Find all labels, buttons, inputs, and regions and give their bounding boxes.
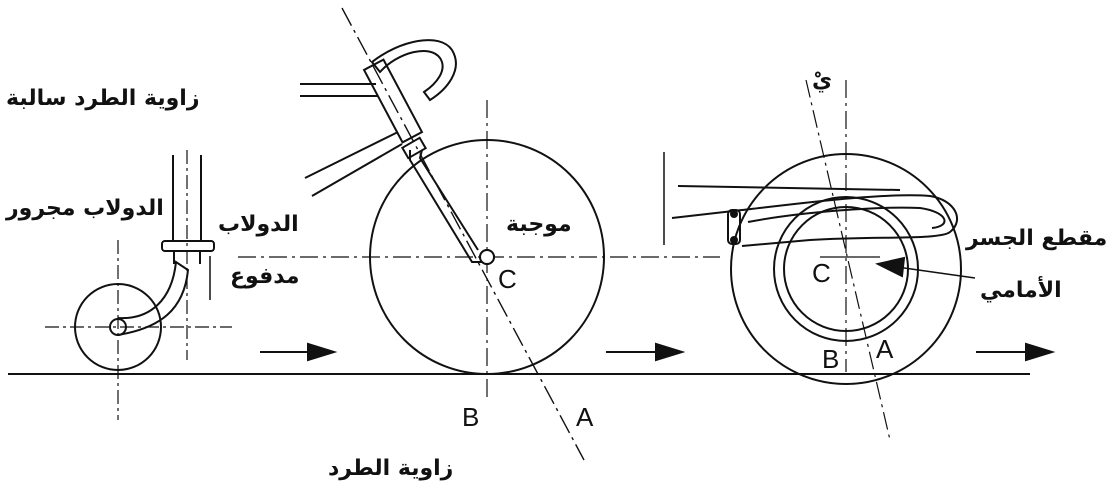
- label-caster-dragged: الدولاب مجرور: [6, 196, 164, 221]
- point-c-bicycle: C: [498, 264, 517, 294]
- label-front-axle-1: مقطع الجسر: [966, 226, 1106, 251]
- motion-arrow-2: [606, 342, 686, 362]
- label-wheel-pushed-1: الدولاب: [218, 212, 299, 237]
- bicycle-pivot-c: [479, 249, 495, 265]
- label-wheel-pushed-2: مدفوع: [230, 264, 300, 289]
- label-trail-angle: زاوية الطرد: [328, 456, 454, 481]
- bicycle-front-wheel-assembly: [238, 7, 720, 461]
- car-front-wheel-assembly: [663, 79, 976, 441]
- point-c-car: C: [812, 258, 831, 288]
- label-front-axle-2: الأمامي: [980, 278, 1062, 303]
- point-b-bicycle: B: [462, 402, 480, 432]
- caster-wheel-assembly: [45, 150, 232, 420]
- point-b-car: B: [822, 344, 840, 374]
- point-a-car: A: [876, 334, 894, 364]
- motion-arrow-1: [260, 342, 338, 362]
- label-positive: موجبة: [506, 212, 572, 237]
- label-trail-negative: زاوية الطرد سالبة: [6, 86, 200, 111]
- point-a-bicycle: A: [576, 402, 594, 432]
- label-y-hat: يْ: [812, 68, 833, 93]
- motion-arrow-3: [976, 342, 1056, 362]
